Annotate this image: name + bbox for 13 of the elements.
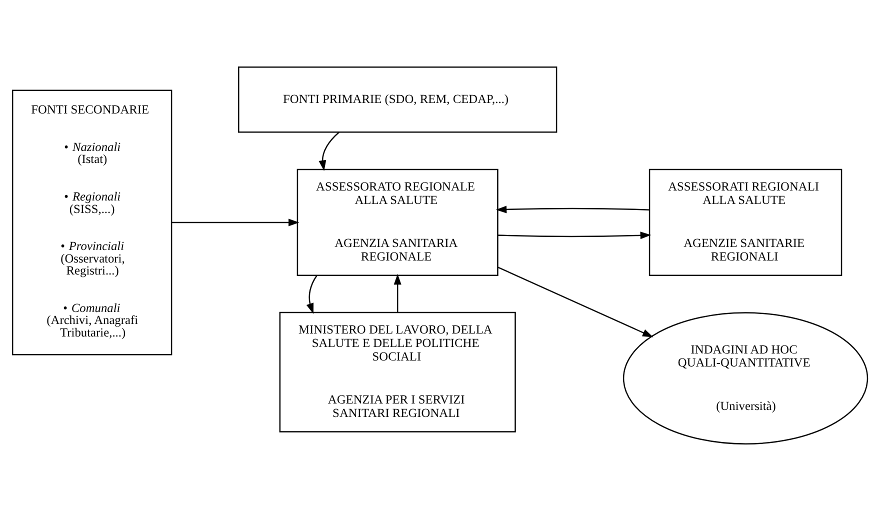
arrow — [496, 206, 650, 214]
arrow — [394, 274, 402, 312]
node-ellipse: INDAGINI AD HOC QUALI-QUANTITATIVE (Università) — [622, 312, 868, 444]
arrow — [172, 218, 300, 226]
arrow — [498, 232, 652, 240]
node-box: ASSESSORATO REGIONALE ALLA SALUTE AGENZIA SANITARIA REGIONALE — [296, 168, 498, 276]
node-box: FONTI PRIMARIE (SDO, REM, CEDAP,...) — [238, 66, 558, 133]
arrow — [306, 275, 318, 314]
node-box: MINISTERO DEL LAVORO, DELLA SALUTE E DELLE POLITICHE SOCIALI AGENZIA PER I SERVIZI SANITARI REGIONALI — [279, 312, 516, 432]
arrow — [497, 266, 654, 338]
node-box: ASSESSORATI REGIONALI ALLA SALUTE AGENZIE SANITARIE REGIONALI — [648, 168, 842, 276]
arrow — [318, 132, 340, 172]
node-box: FONTI SECONDARIE • Nazionali (Istat) • Regionali (SISS,...) • Provinciali (Osservatori, Registri...) • Comunali (Archivi, Anagrafi Tributarie,...) — [12, 90, 172, 356]
